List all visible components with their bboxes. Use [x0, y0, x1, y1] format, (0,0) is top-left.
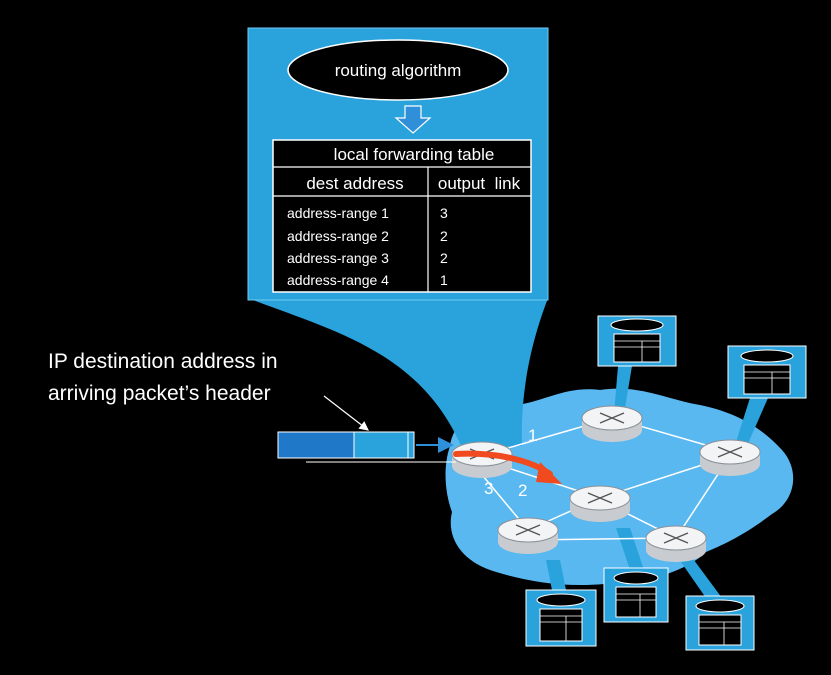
- router-icon[interactable]: [645, 525, 707, 562]
- mini-forwarding-table-icon: [597, 315, 677, 367]
- table-row-link: 3: [440, 205, 448, 221]
- router-icon[interactable]: [497, 517, 559, 554]
- router-icon[interactable]: [699, 439, 761, 476]
- table-header-link: output link: [438, 174, 521, 193]
- table-row-link: 2: [440, 228, 448, 244]
- annotation-pointer: [323, 395, 369, 431]
- down-arrow-icon: [394, 105, 432, 134]
- annotation-line-1: IP destination address in: [48, 350, 278, 373]
- table-title: local forwarding table: [334, 145, 495, 164]
- arriving-packet: [277, 431, 415, 459]
- curved-arrow-head: [536, 462, 562, 484]
- table-row-link: 1: [440, 272, 448, 288]
- mini-funnel: [734, 398, 768, 448]
- forwarding-table: local forwarding table dest address outp…: [272, 139, 532, 293]
- routing-algorithm-label: routing algorithm: [335, 61, 462, 80]
- table-row-dest: address-range 1: [287, 205, 389, 221]
- mini-funnel: [674, 552, 722, 598]
- mini-forwarding-table-icon: [685, 595, 755, 651]
- table-row-dest: address-range 3: [287, 250, 389, 266]
- router-icon[interactable]: [451, 441, 513, 478]
- router-icon[interactable]: [569, 485, 631, 522]
- annotation-line-2: arriving packet’s header: [48, 382, 271, 405]
- mini-forwarding-table-icon: [727, 345, 807, 399]
- zoom-funnel: [248, 298, 548, 448]
- table-header-dest: dest address: [306, 174, 403, 193]
- mini-funnel: [546, 560, 566, 590]
- port-label-1: 1: [528, 426, 537, 445]
- port-label-2: 2: [518, 481, 527, 500]
- table-row-dest: address-range 4: [287, 272, 389, 288]
- port-label-3: 3: [484, 479, 493, 498]
- routing-algorithm-ellipse: [287, 39, 509, 101]
- router-icon[interactable]: [581, 405, 643, 442]
- table-row-dest: address-range 2: [287, 228, 389, 244]
- table-row-link: 2: [440, 250, 448, 266]
- mini-forwarding-table-icon: [525, 589, 597, 647]
- mini-forwarding-table-icon: [603, 567, 669, 623]
- mini-funnel: [614, 366, 632, 414]
